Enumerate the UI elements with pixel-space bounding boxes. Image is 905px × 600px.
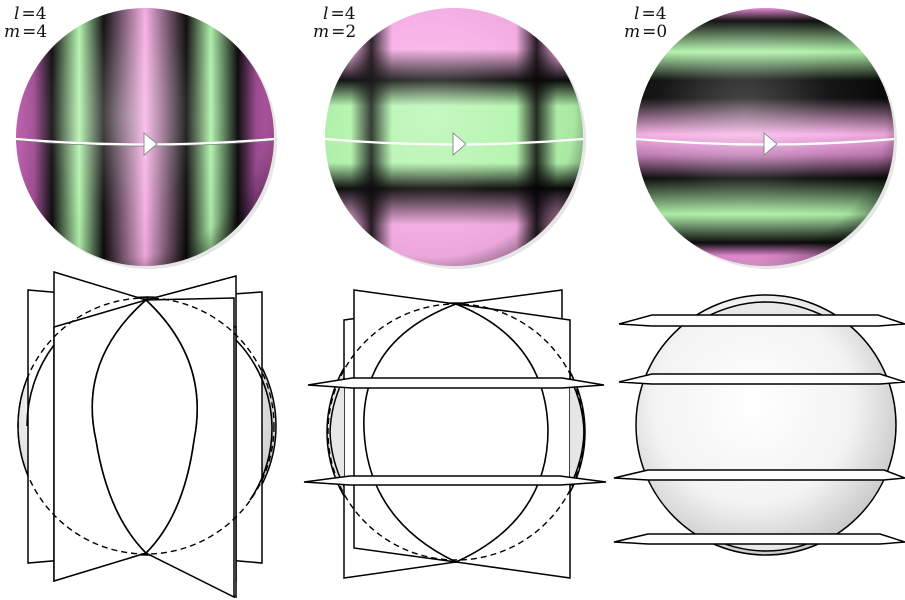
sphere-panel-m4: l=4 m=4: [4, 4, 277, 269]
front-lune: [91, 298, 198, 555]
grey-sphere: [635, 294, 897, 556]
nodal-plane-upper: [307, 377, 605, 389]
sphere-edge-left: [26, 344, 55, 427]
triangle-right-icon: [763, 132, 778, 156]
sphere-panel-m0: l=4 m=0: [624, 4, 897, 269]
nodal-diagram-m4: [17, 270, 277, 599]
label-m: m=4: [4, 22, 47, 42]
nodal-plane-1: [618, 314, 905, 327]
triangle-right-icon: [452, 132, 467, 156]
nodal-plane-4: [613, 533, 905, 545]
polar-cap-top: [703, 301, 829, 319]
dashed-great-circle: [17, 297, 275, 555]
label-m: m=0: [624, 22, 667, 42]
label-l: l=4: [14, 4, 47, 24]
sphere-edge-right: [569, 377, 585, 487]
label-l: l=4: [634, 4, 667, 24]
sphere-panel-m2: l=4 m=2: [313, 4, 586, 269]
nodal-plane-lower: [303, 475, 607, 486]
label-m: m=2: [313, 22, 356, 42]
label-l: l=4: [323, 4, 356, 24]
triangle-right-icon: [143, 132, 158, 156]
nodal-diagram-m0: [613, 294, 905, 556]
nodal-plane-3: [613, 469, 905, 481]
nodal-diagram-m2: [303, 289, 607, 579]
sphere-edge-left: [329, 377, 345, 487]
dashed-great-circle: [327, 303, 585, 561]
nodal-plane-2: [618, 373, 905, 385]
sphere-edge-right: [235, 339, 273, 501]
